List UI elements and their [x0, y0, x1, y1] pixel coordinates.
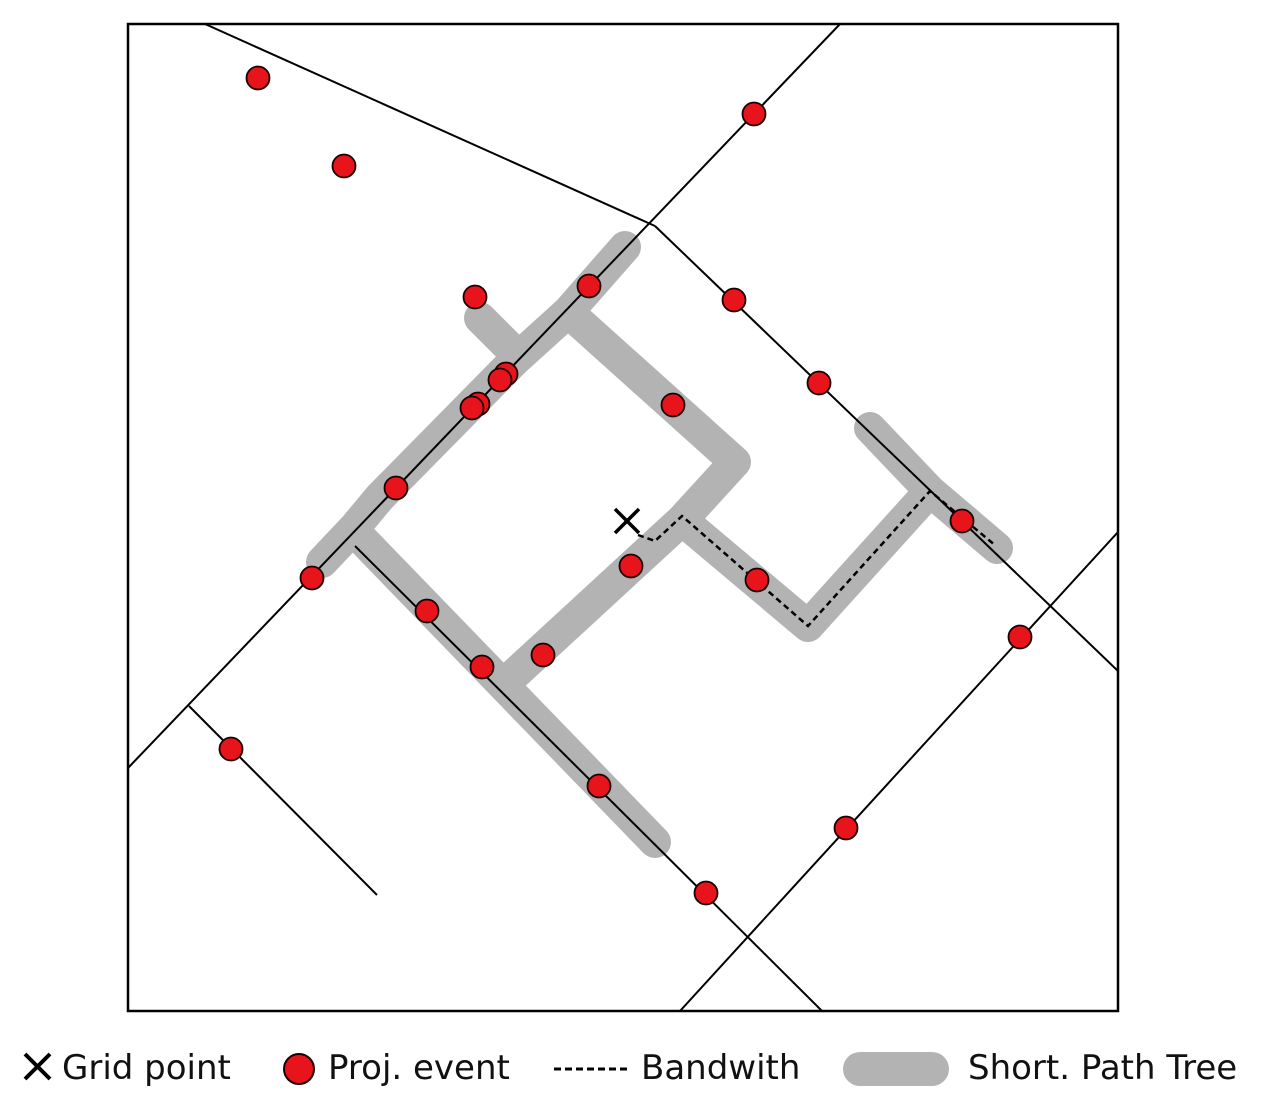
legend-bandwidth-label: Bandwith [641, 1048, 800, 1088]
projected-event-marker [299, 565, 325, 591]
legend-event-label: Proj. event [328, 1048, 510, 1088]
projected-event-marker [1007, 624, 1033, 650]
projected-event-marker [576, 273, 602, 299]
projected-event-marker [414, 598, 440, 624]
projected-event-marker [218, 736, 244, 762]
road-segment [679, 531, 1118, 1011]
bandwidth-path [637, 489, 997, 628]
legend-event-icon [283, 1053, 315, 1085]
projected-event-marker [721, 287, 747, 313]
projected-event-marker [741, 101, 767, 127]
projected-event-marker [833, 815, 859, 841]
projected-event-marker [530, 642, 556, 668]
projected-event-marker [462, 284, 488, 310]
legend: Grid point Proj. event Bandwith Short. P… [23, 1048, 1237, 1088]
legend-grid-point-label: Grid point [62, 1048, 231, 1088]
projected-event-marker [459, 395, 485, 421]
shortest-path-tree [306, 231, 1013, 858]
projected-event-marker [660, 392, 686, 418]
grid-point-marker [613, 507, 641, 535]
projected-event-marker [806, 370, 832, 396]
projected-event-marker [744, 567, 770, 593]
projected-event-marker [586, 773, 612, 799]
path-tree-branch [666, 475, 1013, 642]
map-frame [126, 22, 1120, 1013]
road-segment [354, 545, 823, 1011]
projected-event-marker [469, 654, 495, 680]
projected-event-marker [245, 65, 271, 91]
legend-grid-point-icon [23, 1052, 52, 1081]
road-segment [204, 24, 656, 227]
legend-path-tree-label: Short. Path Tree [968, 1048, 1237, 1088]
road-segment [188, 705, 378, 896]
path-tree-branch [489, 296, 751, 699]
projected-event-marker [383, 475, 409, 501]
projected-event-marker [487, 367, 513, 393]
projected-event-marker [618, 553, 644, 579]
projected-events [218, 65, 1033, 906]
projected-event-marker [693, 880, 719, 906]
projected-event-marker [949, 508, 975, 534]
projected-event-marker [331, 153, 357, 179]
